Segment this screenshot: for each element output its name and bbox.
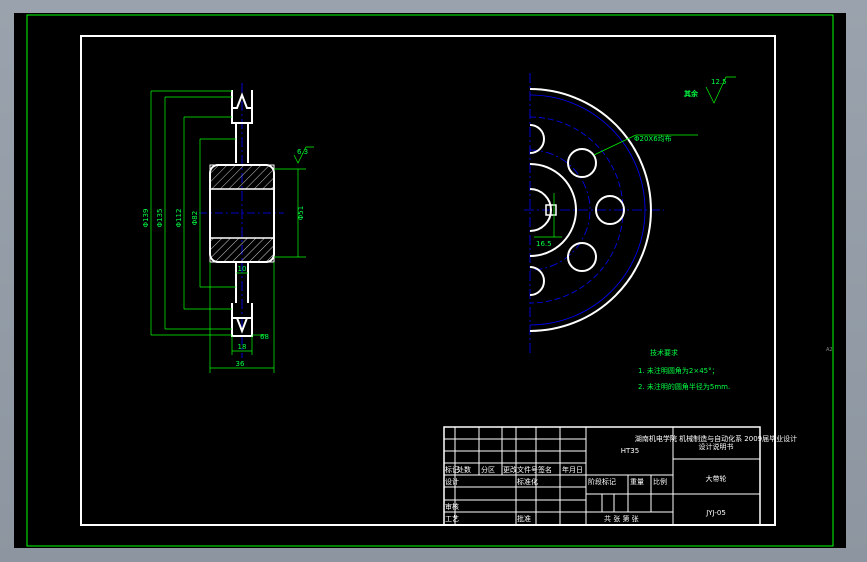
outer-frame <box>26 14 834 547</box>
label-sheet: 共 张 第 张 <box>604 514 639 523</box>
label-zone: 分区 <box>481 465 495 474</box>
hole-pitch-arc <box>529 149 591 271</box>
dim-d82: Φ82 <box>191 211 199 225</box>
label-change-doc: 更改文件号 <box>503 465 538 474</box>
rim-top-lower <box>231 108 253 124</box>
lightening-hole-4 <box>529 124 546 154</box>
inner-frame <box>80 35 776 526</box>
holes-note: Φ20X6均布 <box>634 134 672 143</box>
keyway <box>545 204 557 216</box>
rim-bottom-upper <box>231 303 253 319</box>
tech-requirements: 技术要求 1. 未注明圆角为2×45°； 2. 未注明的圆角半径为5mm. <box>638 348 730 391</box>
label-scale: 比例 <box>653 477 667 486</box>
tech-title: 技术要求 <box>650 348 678 357</box>
label-standard: 标准化 <box>517 477 538 486</box>
dim-width-18: 18 <box>238 343 247 351</box>
label-mark: 标记 <box>445 465 459 474</box>
web-top <box>235 123 249 163</box>
lightening-hole-3 <box>567 242 597 272</box>
part-name: 大带轮 <box>706 474 727 483</box>
drawing-canvas: Φ139 Φ135 Φ112 Φ82 Φ51 36 18 10 68 6.3 <box>14 13 846 548</box>
keyway-dim: 16.5 <box>536 240 552 248</box>
drawing-number: JYJ-05 <box>705 509 726 517</box>
roughness-front: 6.3 <box>297 148 308 156</box>
hub-hatch-top <box>209 164 275 190</box>
dim-d51: Φ51 <box>297 206 305 220</box>
dim-width-10: 10 <box>238 265 247 273</box>
dim-d139: Φ139 <box>142 209 150 228</box>
web-arc <box>529 116 624 304</box>
label-stage: 阶段标记 <box>588 477 616 486</box>
engineering-drawing: Φ139 Φ135 Φ112 Φ82 Φ51 36 18 10 68 6.3 <box>26 14 834 547</box>
title-block-text: 标记 处数 分区 更改文件号 签名 年月日 设计 标准化 审核 工艺 批准 阶段… <box>445 434 797 523</box>
side-view: Φ20X6均布 16.5 其余 12.5 <box>524 73 736 353</box>
label-process: 工艺 <box>445 515 459 523</box>
label-date: 年月日 <box>562 465 583 474</box>
bore-arc <box>529 188 552 232</box>
roughness-general-value: 12.5 <box>711 78 727 86</box>
school-text-2: 设计说明书 <box>699 442 734 451</box>
hub-hatch-bottom <box>209 237 275 263</box>
label-design: 设计 <box>445 477 459 486</box>
label-sign: 签名 <box>538 465 552 474</box>
front-section-view: Φ139 Φ135 Φ112 Φ82 Φ51 36 18 10 68 6.3 <box>142 83 314 373</box>
lightening-hole-1 <box>567 148 597 178</box>
rim-inner-arc <box>529 94 646 326</box>
tech-item-2: 2. 未注明的圆角半径为5mm. <box>638 382 730 391</box>
sheet-size-label: A2 <box>826 347 833 353</box>
dim-width-36: 36 <box>236 360 245 368</box>
dim-d112: Φ112 <box>175 209 183 228</box>
label-count: 处数 <box>457 465 471 474</box>
hub-outer-arc <box>529 163 577 257</box>
lightening-hole-2 <box>595 195 625 225</box>
outer-rim-arc <box>529 88 652 332</box>
tech-item-1: 1. 未注明圆角为2×45°； <box>638 366 719 375</box>
web-bottom <box>235 262 249 303</box>
dim-angle: 68 <box>260 333 269 341</box>
school-text-1: 湖南机电学院 机械制造与自动化系 2009届毕业设计 <box>635 434 797 443</box>
material: HT35 <box>621 447 639 455</box>
title-block <box>443 426 761 526</box>
label-approve: 批准 <box>517 514 531 523</box>
dim-d135: Φ135 <box>156 209 164 228</box>
roughness-general-label: 其余 <box>684 89 699 98</box>
label-review: 审核 <box>445 502 459 511</box>
lightening-hole-5 <box>529 266 546 296</box>
label-weight: 重量 <box>630 478 644 486</box>
